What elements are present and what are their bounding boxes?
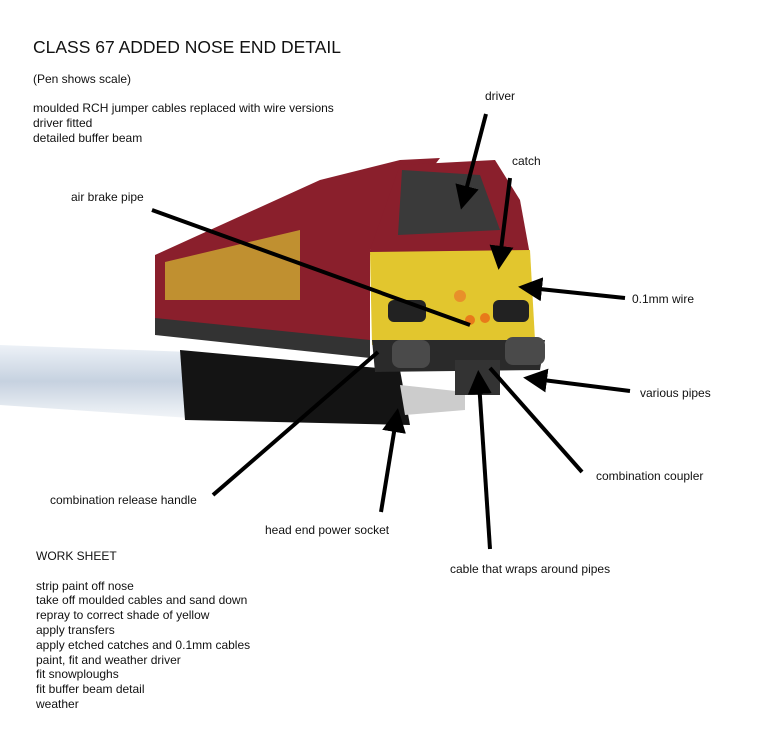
worksheet: WORK SHEET strip paint off nose take off… [36,549,250,712]
note-item: driver fitted [33,115,93,130]
label-catch: catch [512,154,541,168]
arrow-combination-release-handle [211,350,380,497]
notes-list: moulded RCH jumper cables replaced with … [33,101,334,145]
label-various-pipes: various pipes [640,386,711,400]
arrow-various-pipes [523,368,631,393]
label-cable-wraps: cable that wraps around pipes [450,562,611,576]
label-wire: 0.1mm wire [632,292,695,306]
label-air-brake-pipe: air brake pipe [71,190,144,204]
arrow-catch [489,177,514,270]
subtitle: (Pen shows scale) [33,72,132,86]
worksheet-step: take off moulded cables and sand down [36,593,248,608]
arrow-cable-wraps [467,370,492,550]
worksheet-step: apply transfers [36,622,115,637]
arrow-wire [518,277,626,302]
label-combination-release-handle: combination release handle [50,493,197,507]
worksheet-step: apply etched catches and 0.1mm cables [36,637,251,652]
worksheet-step: fit snowploughs [36,667,119,682]
note-item: moulded RCH jumper cables replaced with … [33,101,334,115]
arrow-driver [455,113,488,210]
worksheet-step: repray to correct shade of yellow [36,608,210,623]
arrow-head-end-power-socket [379,408,406,513]
arrow-combination-coupler [488,366,584,474]
pen [0,345,465,425]
worksheet-step: paint, fit and weather driver [36,652,181,667]
label-head-end-power-socket: head end power socket [265,523,390,537]
arrow-air-brake-pipe [151,208,471,327]
label-combination-coupler: combination coupler [596,469,704,483]
worksheet-step: fit buffer beam detail [36,682,145,697]
worksheet-step: weather [36,696,79,711]
label-driver: driver [485,89,516,103]
note-item: detailed buffer beam [33,130,143,145]
worksheet-heading: WORK SHEET [36,549,117,563]
page-title: CLASS 67 ADDED NOSE END DETAIL [33,37,341,57]
worksheet-step: strip paint off nose [36,578,134,593]
